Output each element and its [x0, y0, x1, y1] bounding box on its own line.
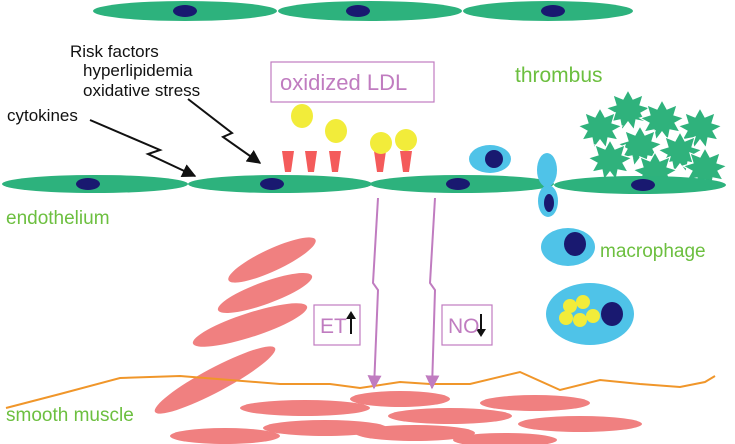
migrating-monocyte-nucleus [544, 194, 554, 212]
oxidative-stress-label: oxidative stress [83, 81, 200, 100]
smooth-muscle-cell [518, 416, 642, 432]
smooth-muscle-cell [192, 303, 308, 347]
thrombus-label: thrombus [515, 64, 603, 87]
ldl-particle [395, 129, 417, 151]
foam-cell-lipid [559, 311, 573, 325]
et-box [313, 304, 361, 346]
endothelial-nucleus-2 [260, 178, 284, 190]
top-nucleus-3 [541, 5, 565, 17]
cytokines-label: cytokines [7, 106, 78, 125]
receptor [374, 151, 386, 172]
smooth-muscle-cell [170, 428, 280, 444]
endothelial-nucleus-4 [631, 179, 655, 191]
thrombus-platelet [604, 88, 652, 132]
no-down-arrow-icon [476, 314, 486, 337]
risk-factors-label: Risk factors [70, 42, 159, 61]
et-label: ET [320, 315, 347, 338]
endothelial-nucleus-3 [446, 178, 470, 190]
migrating-monocyte-top [537, 153, 557, 187]
risk-factors-arrow [187, 98, 262, 164]
foam-cell-lipid [586, 309, 600, 323]
smooth-muscle-cell [355, 425, 475, 441]
receptor [305, 151, 317, 172]
endothelium-label: endothelium [6, 208, 110, 229]
thrombus-platelet [638, 98, 686, 142]
receptor [329, 151, 341, 172]
ldl-particle [370, 132, 392, 154]
smooth-muscle-cell [154, 346, 276, 414]
foam-cell-nucleus [601, 302, 623, 326]
top-nucleus-2 [346, 5, 370, 17]
top-nucleus-1 [173, 5, 197, 17]
smooth-muscle-cells [154, 237, 642, 444]
smooth-muscle-cell [480, 395, 590, 411]
thrombus-platelet [586, 138, 634, 182]
smooth-muscle-cell [350, 391, 450, 407]
thrombus-cluster [576, 88, 729, 194]
ldl-particle [291, 104, 313, 128]
endothelium-layer [2, 175, 726, 194]
foam-cell-lipid [573, 313, 587, 327]
smooth-muscle-cell [217, 273, 313, 313]
et-up-arrow-icon [346, 311, 356, 334]
ldl-particle [325, 119, 347, 143]
smooth-muscle-label: smooth muscle [6, 405, 134, 426]
monocytes [469, 145, 634, 345]
basement-membrane-line [5, 370, 716, 409]
no-label: NO [448, 315, 480, 338]
top-endothelium [93, 1, 633, 21]
receptor [282, 151, 294, 172]
no-signal-arrow [425, 197, 440, 390]
smooth-muscle-cell [240, 400, 370, 416]
oxidized-ldl-label: oxidized LDL [280, 70, 407, 95]
stimulus-arrows [89, 98, 262, 177]
hyperlipidemia-label: hyperlipidemia [83, 61, 193, 80]
thrombus-platelet [576, 106, 624, 150]
macrophage-nucleus [564, 232, 586, 256]
ldl-receptors [282, 151, 412, 172]
et-signal-arrow [367, 197, 382, 390]
monocyte-nucleus [485, 150, 503, 168]
no-box [441, 304, 493, 346]
foam-cell-lipid [576, 295, 590, 309]
receptor [400, 151, 412, 172]
ldl-particles [291, 104, 417, 154]
endothelial-nucleus-1 [76, 178, 100, 190]
cytokines-arrow [89, 119, 197, 177]
smooth-muscle-cell [388, 408, 512, 424]
foam-cell-lipid [563, 299, 577, 313]
oxidized-ldl-box [270, 61, 435, 103]
thrombus-platelet [676, 106, 724, 150]
signal-arrows [367, 197, 440, 390]
smooth-muscle-cell [228, 237, 316, 283]
macrophage-label: macrophage [600, 241, 706, 262]
smooth-muscle-cell [453, 433, 557, 444]
